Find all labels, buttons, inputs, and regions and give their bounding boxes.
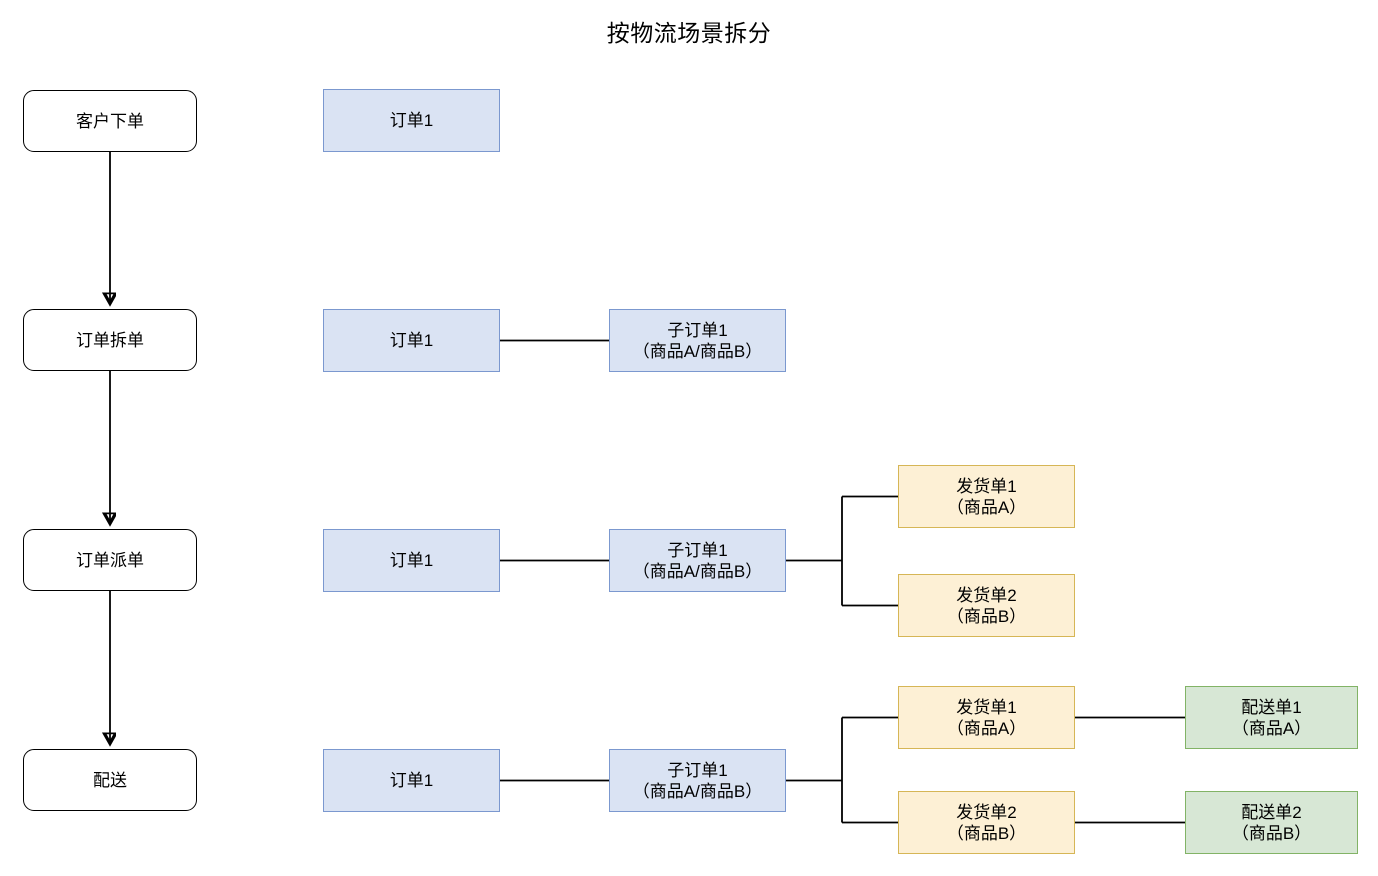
stage-label: 订单派单 — [76, 550, 144, 570]
node-shipment2-row3[interactable]: 发货单2 （商品B） — [898, 574, 1075, 637]
node-suborder1-row3[interactable]: 子订单1 （商品A/商品B） — [609, 529, 786, 592]
node-line1: 发货单1 — [956, 476, 1017, 496]
stage-node-delivery[interactable]: 配送 — [23, 749, 197, 811]
node-line1: 订单1 — [389, 551, 434, 570]
node-line1: 配送单1 — [1241, 697, 1302, 717]
node-line2: （商品B） — [946, 823, 1027, 843]
node-shipment1-row4[interactable]: 发货单1 （商品A） — [898, 686, 1075, 749]
node-line2: （商品A） — [946, 718, 1027, 738]
stage-label: 配送 — [93, 770, 127, 790]
node-line1: 子订单1 — [667, 320, 728, 340]
node-delivery1-row4[interactable]: 配送单1 （商品A） — [1185, 686, 1358, 749]
link-suborder-to-shipments-row3 — [786, 495, 898, 607]
stage-node-order-dispatch[interactable]: 订单派单 — [23, 529, 197, 591]
node-order1-row2[interactable]: 订单1 — [323, 309, 500, 372]
node-line2: （商品A/商品B） — [632, 341, 763, 361]
node-order1-row1[interactable]: 订单1 — [323, 89, 500, 152]
node-line1: 发货单1 — [956, 697, 1017, 717]
page-title: 按物流场景拆分 — [606, 20, 772, 46]
node-delivery2-row4[interactable]: 配送单2 （商品B） — [1185, 791, 1358, 854]
node-order1-row3[interactable]: 订单1 — [323, 529, 500, 592]
node-line1: 订单1 — [389, 771, 434, 790]
node-line1: 发货单2 — [956, 585, 1017, 605]
node-suborder1-row4[interactable]: 子订单1 （商品A/商品B） — [609, 749, 786, 812]
node-line2: （商品A） — [1231, 718, 1312, 738]
node-line1: 配送单2 — [1241, 802, 1302, 822]
node-line2: （商品A） — [946, 497, 1027, 517]
stage-node-order-split[interactable]: 订单拆单 — [23, 309, 197, 371]
stage-label: 客户下单 — [76, 111, 144, 131]
node-line1: 订单1 — [389, 331, 434, 350]
node-line2: （商品B） — [946, 606, 1027, 626]
node-line1: 子订单1 — [667, 540, 728, 560]
node-line1: 发货单2 — [956, 802, 1017, 822]
node-order1-row4[interactable]: 订单1 — [323, 749, 500, 812]
node-line2: （商品B） — [1231, 823, 1312, 843]
stage-node-customer-order[interactable]: 客户下单 — [23, 90, 197, 152]
node-line1: 订单1 — [389, 111, 434, 130]
node-line2: （商品A/商品B） — [632, 561, 763, 581]
node-shipment2-row4[interactable]: 发货单2 （商品B） — [898, 791, 1075, 854]
stage-label: 订单拆单 — [76, 330, 144, 350]
node-line1: 子订单1 — [667, 760, 728, 780]
node-line2: （商品A/商品B） — [632, 781, 763, 801]
link-suborder-to-shipments-row4 — [786, 716, 898, 824]
node-suborder1-row2[interactable]: 子订单1 （商品A/商品B） — [609, 309, 786, 372]
node-shipment1-row3[interactable]: 发货单1 （商品A） — [898, 465, 1075, 528]
